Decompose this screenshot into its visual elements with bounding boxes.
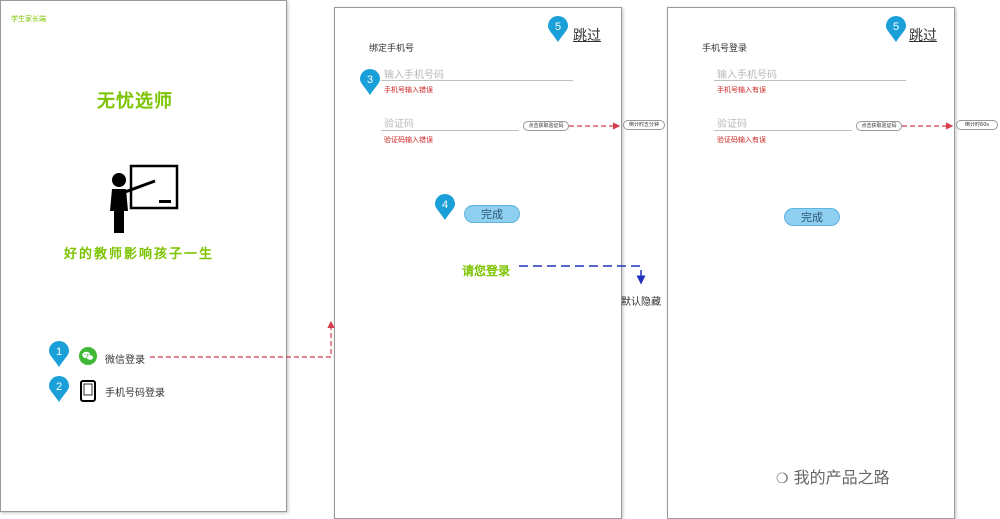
svg-text:3: 3 [367, 74, 373, 86]
user-type-tag: 学生家长端 [11, 15, 46, 23]
countdown-pill: 倒计时五分钟 [623, 120, 665, 130]
svg-text:5: 5 [893, 21, 899, 33]
countdown-pill: 倒计时60s [956, 120, 998, 130]
step-badge-5: 5 [548, 16, 568, 42]
svg-text:1: 1 [56, 346, 62, 358]
page-title: 绑定手机号 [369, 44, 415, 54]
svg-text:4: 4 [442, 199, 448, 211]
skip-link[interactable]: 跳过 [909, 28, 937, 44]
code-error-text: 验证码输入错误 [384, 136, 433, 144]
watermark-text: 我的产品之路 [793, 468, 890, 487]
page-title: 手机号登录 [702, 44, 748, 54]
hidden-note: 默认隐藏 [621, 297, 661, 308]
skip-link[interactable]: 跳过 [573, 28, 601, 44]
svg-text:5: 5 [555, 21, 561, 33]
watermark: ❍ 我的产品之路 [776, 464, 890, 488]
phone-input[interactable]: 输入手机号码 [384, 70, 444, 81]
bind-phone-screen-mockup: 绑定手机号 跳过 输入手机号码 手机号输入错误 验证码 验证码输入错误 点击获取… [334, 7, 622, 519]
code-input[interactable]: 验证码 [384, 119, 414, 130]
step-badge-1: 1 [49, 341, 69, 367]
phone-input-underline [381, 80, 573, 81]
app-title: 无忧选师 [97, 91, 173, 112]
get-code-button[interactable]: 点击获取验证码 [856, 121, 902, 131]
phone-input-underline [714, 80, 906, 81]
phone-error-text: 手机号输入错误 [384, 86, 433, 94]
phone-login-screen-mockup: 手机号登录 跳过 输入手机号码 手机号输入有误 验证码 验证码输入有误 点击获取… [667, 7, 955, 519]
step-badge-5b: 5 [886, 16, 906, 42]
svg-text:2: 2 [56, 381, 62, 393]
done-button[interactable]: 完成 [784, 208, 840, 226]
wechat-outline-icon: ❍ [776, 471, 789, 487]
wechat-login-link[interactable]: 微信登录 [105, 355, 145, 366]
phone-icon[interactable] [80, 380, 96, 402]
code-input[interactable]: 验证码 [717, 119, 747, 130]
code-input-underline [714, 130, 852, 131]
phone-input[interactable]: 输入手机号码 [717, 70, 777, 81]
phone-login-link[interactable]: 手机号码登录 [105, 388, 165, 399]
code-input-underline [381, 130, 519, 131]
wechat-icon[interactable] [79, 347, 97, 365]
get-code-button[interactable]: 点击获取验证码 [523, 121, 569, 131]
done-button[interactable]: 完成 [464, 205, 520, 223]
phone-error-text: 手机号输入有误 [717, 86, 766, 94]
step-badge-2: 2 [49, 376, 69, 402]
login-prompt: 请您登录 [462, 264, 511, 278]
login-screen-mockup: 学生家长端 无忧选师 好的教师影响孩子一生 微信登录 手机号码登录 [0, 0, 287, 512]
slogan: 好的教师影响孩子一生 [64, 247, 215, 262]
step-badge-3: 3 [360, 69, 380, 95]
code-error-text: 验证码输入有误 [717, 136, 766, 144]
teacher-icon [110, 164, 179, 233]
step-badge-4: 4 [435, 194, 455, 220]
